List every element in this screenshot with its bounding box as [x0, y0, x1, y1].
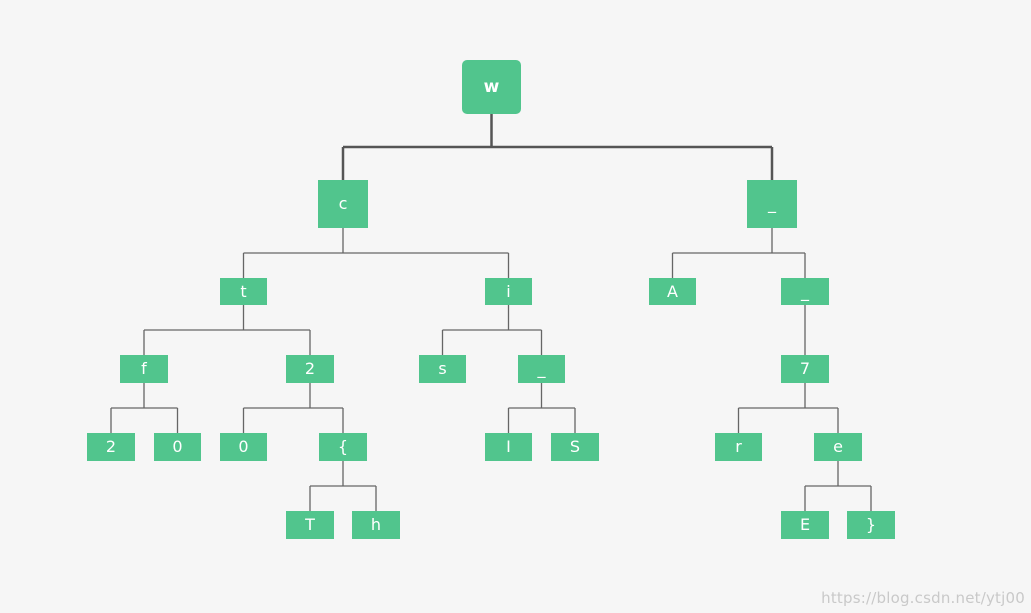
- node-brace-close: }: [847, 511, 895, 539]
- node-underscore-1: _: [747, 180, 797, 228]
- node-2: 2: [286, 355, 334, 383]
- node-0: 0: [220, 433, 267, 461]
- node-0-leaf: 0: [154, 433, 201, 461]
- node-2-leaf: 2: [87, 433, 135, 461]
- node-w: w: [462, 60, 521, 114]
- node-r: r: [715, 433, 762, 461]
- node-A: A: [649, 278, 696, 305]
- node-e: e: [814, 433, 862, 461]
- node-c: c: [318, 180, 368, 228]
- node-7: 7: [781, 355, 829, 383]
- node-underscore-3: _: [518, 355, 565, 383]
- node-s: s: [419, 355, 466, 383]
- node-h: h: [352, 511, 400, 539]
- node-underscore-2: _: [781, 278, 829, 305]
- node-f: f: [120, 355, 168, 383]
- watermark: https://blog.csdn.net/ytj00: [821, 589, 1025, 607]
- node-brace-open: {: [319, 433, 367, 461]
- node-t: t: [220, 278, 267, 305]
- node-I: I: [485, 433, 532, 461]
- node-E: E: [781, 511, 829, 539]
- node-i: i: [485, 278, 532, 305]
- node-T: T: [286, 511, 334, 539]
- node-S: S: [551, 433, 599, 461]
